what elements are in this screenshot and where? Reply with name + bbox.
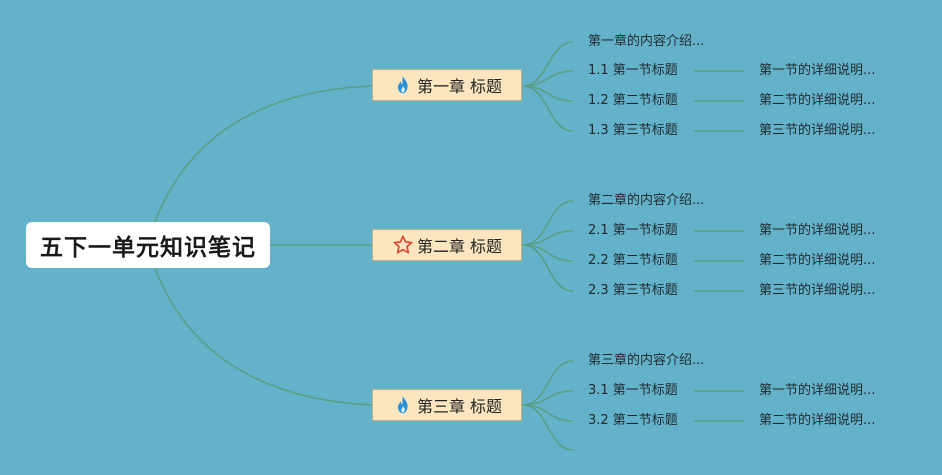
section-1-1-title[interactable]: 1.1 第一节标题 — [588, 63, 678, 78]
section-2-3-title[interactable]: 2.3 第三节标题 — [588, 283, 678, 298]
section-3-2-title[interactable]: 3.2 第二节标题 — [588, 413, 678, 428]
section-2-3-detail[interactable]: 第三节的详细说明... — [759, 283, 876, 298]
section-2-2-title[interactable]: 2.2 第二节标题 — [588, 253, 678, 268]
section-2-1-detail[interactable]: 第一节的详细说明... — [759, 223, 876, 238]
chapter-1-title: 第一章 标题 — [416, 77, 503, 96]
chapter-3-intro[interactable]: 第三章的内容介绍... — [588, 353, 705, 368]
link-root-chapter-3 — [154, 267, 373, 406]
chapter-1-intro[interactable]: 第一章的内容介绍... — [588, 34, 705, 49]
chapter-3-node[interactable]: 第三章 标题 — [372, 389, 522, 421]
section-1-3-title[interactable]: 1.3 第三节标题 — [588, 123, 678, 138]
central-topic-label: 五下一单元知识笔记 — [40, 235, 256, 261]
chapter-2-intro[interactable]: 第二章的内容介绍... — [588, 193, 705, 208]
section-3-2-detail[interactable]: 第二节的详细说明... — [759, 413, 876, 428]
chapter-3-title: 第三章 标题 — [416, 397, 503, 416]
central-topic[interactable]: 五下一单元知识笔记 — [26, 222, 270, 268]
section-3-1-title[interactable]: 3.1 第一节标题 — [588, 383, 678, 398]
section-1-1-detail[interactable]: 第一节的详细说明... — [759, 63, 876, 78]
chapter-2-title: 第二章 标题 — [416, 237, 503, 256]
chapter-1-node[interactable]: 第一章 标题 — [372, 69, 522, 101]
section-1-2-detail[interactable]: 第二节的详细说明... — [759, 93, 876, 108]
fire-icon — [392, 74, 414, 96]
section-2-2-detail[interactable]: 第二节的详细说明... — [759, 253, 876, 268]
chapter-2-node[interactable]: 第二章 标题 — [372, 229, 522, 261]
link-root-chapter-1 — [154, 85, 373, 223]
section-2-1-title[interactable]: 2.1 第一节标题 — [588, 223, 678, 238]
fire-icon — [392, 394, 414, 416]
star-icon — [392, 234, 414, 256]
section-3-1-detail[interactable]: 第一节的详细说明... — [759, 383, 876, 398]
section-1-2-title[interactable]: 1.2 第二节标题 — [588, 93, 678, 108]
section-1-3-detail[interactable]: 第三节的详细说明... — [759, 123, 876, 138]
